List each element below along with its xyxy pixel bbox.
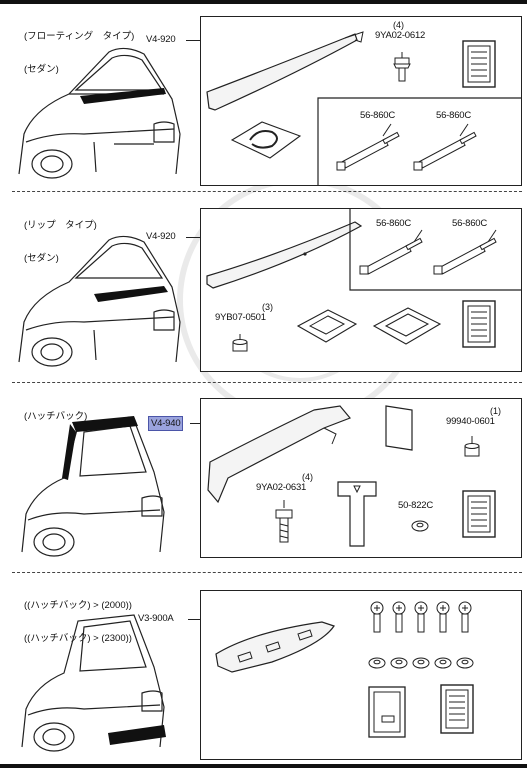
main-part-code-highlighted[interactable]: V4-940 — [148, 416, 184, 431]
main-part-code: V3-900A — [138, 613, 174, 624]
title-line1: (フローティング タイプ) — [24, 31, 135, 42]
sedan-car-illustration — [18, 47, 181, 179]
part-code: 50-822C — [398, 500, 434, 511]
bolt-row — [370, 601, 472, 633]
strut-subbox — [317, 97, 522, 186]
instruction-booklet-icon — [462, 40, 496, 88]
section-title: (ハッチバック) — [24, 389, 87, 444]
instruction-booklet-icon — [462, 300, 496, 348]
tape-pad-part — [372, 307, 442, 345]
tape-pad-part — [296, 309, 358, 343]
gas-strut-icon — [336, 123, 400, 171]
title-line1: (ハッチバック) — [24, 411, 88, 422]
title-line2: (セダン) — [24, 64, 59, 75]
title-line1: ((ハッチバック) > (2000)) — [24, 600, 132, 611]
garnish-part — [215, 621, 335, 673]
gas-strut-icon — [413, 123, 477, 171]
part-quantity: (3) — [262, 302, 273, 312]
section-divider — [12, 191, 522, 192]
hatchback-car-illustration — [21, 416, 165, 557]
gas-strut-icon — [433, 229, 497, 275]
bolt-icon — [275, 500, 293, 543]
gas-strut-icon — [359, 229, 423, 275]
section-divider — [12, 572, 522, 573]
part-code: 9YA02-0612 — [375, 30, 426, 41]
instruction-booklet-icon — [462, 490, 496, 538]
leader-line — [186, 237, 200, 238]
part-quantity: (4) — [302, 472, 313, 482]
nut-icon — [232, 334, 248, 352]
leader-line — [186, 40, 200, 41]
leader-line — [188, 619, 200, 620]
title-line2: ((ハッチバック) > (2300)) — [24, 633, 132, 644]
main-part-code: V4-920 — [146, 231, 176, 242]
hatchback-car-illustration — [21, 614, 166, 752]
part-quantity: (4) — [393, 20, 404, 30]
section-divider — [12, 382, 522, 383]
decal-sheet-part — [385, 405, 413, 451]
floating-spoiler-part — [206, 31, 364, 111]
part-code: 99940-0601 — [446, 416, 495, 427]
bolt-icon — [393, 52, 411, 82]
part-code: 56-860C — [436, 110, 472, 121]
lip-spoiler-part — [206, 221, 363, 289]
washer-row — [368, 657, 474, 669]
leader-line — [190, 423, 200, 424]
section-title: (リップ タイプ) (セダン) — [24, 198, 97, 286]
mounting-template-part — [230, 121, 302, 159]
nut-icon — [464, 436, 480, 457]
main-part-code: V4-920 — [146, 34, 176, 45]
title-line1: (リップ タイプ) — [24, 220, 97, 231]
strut-subbox — [349, 208, 522, 291]
instruction-booklet-icon — [440, 684, 474, 734]
alignment-tool-part — [337, 481, 377, 547]
section-title: (フローティング タイプ) (セダン) — [24, 9, 134, 97]
washer-icon — [411, 520, 429, 532]
bottom-border — [0, 764, 527, 768]
title-line2: (セダン) — [24, 253, 59, 264]
part-code: 56-860C — [452, 218, 488, 229]
part-quantity: (1) — [490, 406, 501, 416]
top-border — [0, 0, 527, 4]
part-code: 56-860C — [360, 110, 396, 121]
sedan-car-illustration — [18, 235, 181, 367]
part-code: 56-860C — [376, 218, 412, 229]
part-code: 9YB07-0501 — [215, 312, 266, 323]
part-code: 9YA02-0631 — [256, 482, 307, 493]
hatch-spoiler-part — [207, 405, 351, 504]
template-sheet-part — [368, 686, 406, 738]
section-title: ((ハッチバック) > (2000)) ((ハッチバック) > (2300)) — [24, 578, 132, 666]
